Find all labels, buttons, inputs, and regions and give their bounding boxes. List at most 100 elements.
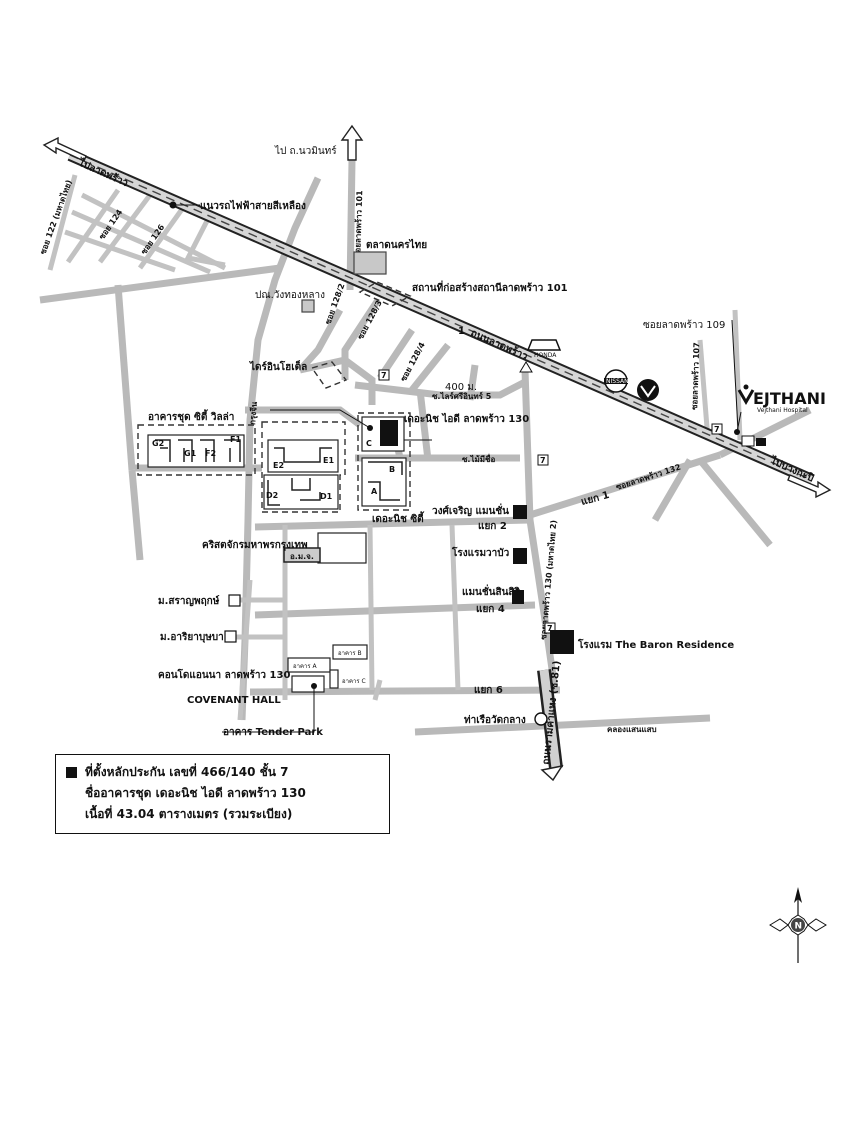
label-block-b: B [389, 465, 395, 474]
station-site-box [358, 281, 412, 307]
label-block-e1: E1 [323, 456, 334, 465]
collateral-legend: ที่ตั้งหลักประกัน เลขที่ 466/140 ชั้น 7 … [55, 754, 390, 834]
collateral-marker-icon [66, 767, 77, 778]
label-station-site: สถานที่ก่อสร้างสถานีลาดพร้าว 101 [412, 280, 568, 294]
rama-bua-icon [513, 548, 527, 564]
label-arriya: ม.อาริยาบุษบา [160, 631, 224, 643]
yellow-line-marker [169, 201, 177, 209]
seven-eleven-icon: 7 [711, 423, 723, 435]
label-tender-park: อาคาร Tender Park [223, 727, 323, 738]
label-krungkhuen: กรุงจีน [247, 401, 260, 426]
svg-text:7: 7 [381, 371, 387, 380]
mansion-sinsiri-icon [512, 590, 524, 604]
vejthani-logo: EJTHANI Vejthani Hospital [737, 384, 826, 414]
baron-hotel-icon [550, 630, 574, 654]
svg-text:7: 7 [540, 456, 546, 465]
label-nakornthai-market: ตลาดนครไทย [366, 238, 427, 251]
dry-rin-box [310, 361, 348, 389]
citi-villa-buildings [147, 434, 245, 468]
church-box [283, 547, 321, 563]
label-rama-bua: โรงแรมวาบัว [451, 546, 510, 559]
nissan-logo: NISSAN [604, 369, 629, 393]
saranphruek-icon [228, 594, 241, 607]
collateral-location-marker [380, 420, 398, 446]
chevron-logo [637, 379, 659, 401]
label-sai-mi-sue: ซ.ไม้มีชื่อ [462, 453, 495, 464]
legend-line-1: ที่ตั้งหลักประกัน เลขที่ 466/140 ชั้น 7 [66, 762, 379, 783]
lat-phrao-main-road [67, 149, 815, 486]
legend-line-2: ชื่ออาคารชุด เดอะนิช ไอดี ลาดพร้าว 130 [66, 783, 379, 804]
label-distance: 400 ม. [445, 382, 477, 393]
label-block-g2: G2 [152, 439, 164, 448]
label-to-nawamin: ไป ถ.นวมินทร์ [274, 145, 337, 157]
label-block-e2: E2 [273, 461, 284, 470]
ramkhamhaeng-road [537, 669, 564, 782]
label-saranphruek: ม.สราญพฤกษ์ [158, 595, 220, 607]
label-yaek-1: แยก 1 [580, 490, 611, 508]
seven-eleven-icon: 7 [378, 369, 390, 381]
label-the-niche-citi: เดอะนิช ซิตี้ [372, 511, 425, 525]
building-c [329, 669, 339, 689]
label-road-number: 1 [458, 326, 465, 337]
label-block-d2: D2 [266, 491, 278, 500]
e-block [267, 439, 339, 473]
label-tha-ruea: ท่าเรือวัดกลาง [464, 714, 526, 726]
citi-villa-boundary [137, 424, 256, 476]
direction-arrow-bang-kapi [787, 474, 832, 499]
label-soi-109: ซอยลาดพร้าว 109 [643, 319, 725, 331]
post-office-block [301, 299, 315, 313]
label-soi-101: ซอยลาดพร้าว 101 [352, 190, 364, 258]
wongcharoen-icon [513, 505, 527, 519]
building-b [332, 644, 368, 660]
label-yellow-line: แนวรถไฟฟ้าสายสีเหลือง [200, 199, 306, 212]
the-niche-boundary [357, 412, 411, 511]
svg-text:Vejthani Hospital: Vejthani Hospital [757, 407, 808, 414]
direction-arrow-lat-phrao [42, 136, 87, 162]
label-the-niche-id: เดอะนิช ไอดี ลาดพร้าว 130 [404, 412, 529, 425]
legend-line-3: เนื้อที่ 43.04 ตารางเมตร (รวมระเบียง) [66, 804, 379, 825]
label-soi-128-3: ซอย 128/3 [356, 299, 384, 341]
label-dry-rin: ไดร์อินโฮเต็ล [249, 359, 307, 373]
arriya-icon [224, 630, 237, 643]
label-block-c: C [366, 439, 372, 448]
label-church: คริสตจักรมหาพรกรุงเทพ [202, 539, 308, 551]
nakornthai-market-block [353, 251, 387, 275]
boat-pier-icon [534, 712, 548, 726]
label-post-office: ปณ.วังทองหลาง [255, 290, 325, 301]
compass-rose-icon: N [769, 887, 827, 963]
label-canal: คลองแสนแสบ [607, 725, 657, 734]
label-block-d1: D1 [320, 492, 333, 501]
label-block-f2: F2 [205, 449, 216, 458]
church-block [317, 532, 367, 564]
label-block-a: A [371, 487, 378, 496]
legend-building-name: ชื่ออาคารชุด เดอะนิช ไอดี ลาดพร้าว 130 [85, 786, 306, 800]
svg-text:7: 7 [714, 425, 720, 434]
compass-label: N [795, 922, 803, 932]
label-lat-phrao-road: ถนนลาดพร้าว [469, 327, 530, 363]
ed-complex-boundary [261, 421, 346, 513]
label-citi-villa: อาคารชุด ซิตี้ วิลล่า [148, 409, 234, 423]
label-block-f1: F1 [230, 435, 241, 444]
gas-station-icon [741, 435, 766, 447]
label-baron: โรงแรม The Baron Residence [577, 638, 734, 651]
label-mansion-sinsiri: แมนชั่นสินสิริ [462, 584, 521, 598]
seven-eleven-icon: 7 [537, 454, 549, 466]
label-yaek-4: แยก 4 [476, 604, 505, 615]
label-yaek-6: แยก 6 [474, 685, 503, 696]
svg-text:EJTHANI: EJTHANI [753, 389, 826, 408]
tender-park-block [291, 675, 325, 693]
d-block [263, 474, 339, 510]
honda-logo: HONDA [526, 339, 562, 359]
svg-text:HONDA: HONDA [534, 352, 557, 359]
legend-area: เนื้อที่ 43.04 ตารางเมตร (รวมระเบียง) [85, 807, 293, 821]
label-building-c: อาคาร C [342, 678, 366, 685]
label-block-g1: G1 [184, 449, 197, 458]
label-yaek-2: แยก 2 [478, 521, 507, 532]
label-condo-ana: คอนโดแอนนา ลาดพร้าว 130 [158, 668, 290, 681]
minor-roads [39, 159, 812, 736]
svg-text:7: 7 [547, 624, 553, 633]
svg-text:NISSAN: NISSAN [606, 378, 629, 385]
label-lai-sri: ซ.ไลร์ศรีอินทร์ 5 [432, 391, 492, 401]
building-a [287, 657, 331, 673]
